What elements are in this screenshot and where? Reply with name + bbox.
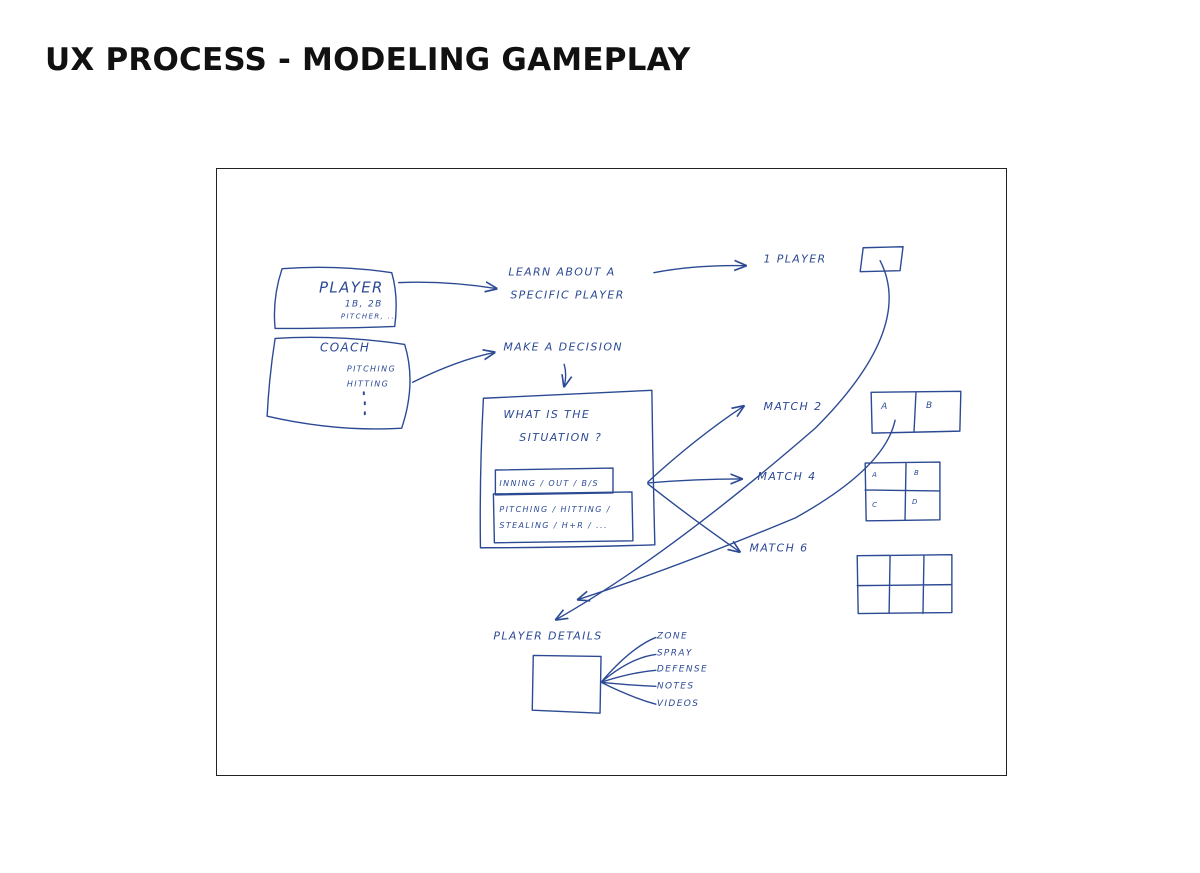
player-details-item-notes: NOTES [657, 681, 695, 691]
grid-2-cell-b: B [926, 401, 934, 411]
grid-4-cell-d: D [912, 498, 919, 506]
player-details-item-defense: DEFENSE [657, 664, 708, 674]
coach-box-title: COACH [320, 340, 370, 354]
grid-2-cell-a: A [880, 402, 889, 412]
player-box-line-1: 1B, 2B [345, 300, 383, 310]
one-player-thumbnail [859, 246, 904, 273]
situation-line-1: WHAT IS THE [503, 408, 590, 421]
match-2-label: MATCH 2 [763, 400, 822, 413]
player-details-item-spray: SPRAY [657, 648, 693, 658]
grid-2-frame [870, 390, 962, 434]
grid-4-cell-c: C [872, 501, 878, 509]
arrow-situation-to-match-2 [647, 406, 744, 483]
sketch-frame: PLAYER 1B, 2B PITCHER, ... COACH PITCHIN… [216, 168, 1007, 776]
one-player-label: 1 PLAYER [763, 253, 826, 266]
arrow-grid-to-details [578, 419, 896, 599]
learn-line-2: SPECIFIC PLAYER [510, 289, 624, 302]
match-4-label: MATCH 4 [758, 470, 817, 483]
situation-field-2-line-1: PITCHING / HITTING / [499, 505, 611, 514]
situation-field-1: INNING / OUT / B/S [499, 479, 599, 488]
page-title: UX PROCESS - MODELING GAMEPLAY [45, 42, 691, 78]
learn-line-1: LEARN ABOUT A [508, 266, 615, 279]
grid-4-frame [864, 461, 941, 522]
coach-box-line-2: HITTING [347, 379, 389, 388]
player-details-item-videos: VIDEOS [657, 699, 699, 709]
grid-4-cell-a: A [871, 471, 878, 479]
player-box [273, 266, 397, 330]
arrow-situation-to-match-4 [647, 479, 742, 483]
player-details-box [531, 654, 602, 714]
grid-6-frame [856, 554, 953, 615]
arrow-one-player-to-details [556, 259, 890, 620]
player-details-item-zone: ZONE [656, 631, 688, 641]
coach-continuation-dots [362, 391, 366, 416]
coach-box [266, 336, 411, 430]
player-box-line-2: PITCHER, ... [341, 313, 399, 321]
arrow-player-to-learn [398, 282, 497, 288]
details-connector-lines [600, 636, 657, 705]
sketch-diagram: PLAYER 1B, 2B PITCHER, ... COACH PITCHIN… [266, 246, 962, 714]
arrow-coach-to-decision [411, 352, 495, 383]
coach-box-line-1: PITCHING [347, 364, 396, 373]
situation-field-2-line-2: STEALING / H+R / ... [499, 521, 608, 530]
arrow-learn-to-one-player [653, 266, 746, 274]
match-6-label: MATCH 6 [750, 542, 809, 555]
grid-4-cell-b: B [914, 469, 920, 477]
arrow-situation-to-match-6 [647, 483, 740, 552]
situation-field-2-box [492, 491, 634, 544]
situation-line-2: SITUATION ? [519, 431, 602, 444]
player-box-title: PLAYER [319, 279, 384, 297]
player-details-title: PLAYER DETAILS [493, 629, 602, 642]
decision-label: MAKE A DECISION [503, 340, 623, 353]
arrow-decision-to-situation [564, 363, 565, 386]
situation-box [479, 389, 656, 549]
situation-field-1-box [494, 467, 614, 496]
